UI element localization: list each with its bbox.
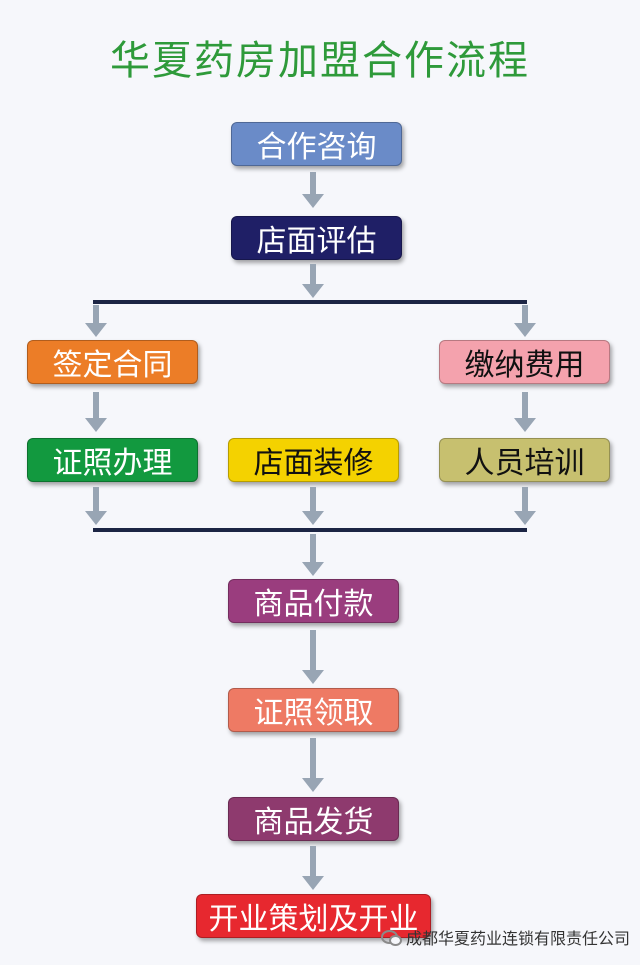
step-consult: 合作咨询 bbox=[231, 122, 402, 166]
step-assess: 店面评估 bbox=[231, 216, 402, 260]
step-goods-payment: 商品付款 bbox=[228, 579, 399, 623]
wechat-icon bbox=[380, 929, 402, 946]
step-contract: 签定合同 bbox=[27, 340, 198, 384]
step-opening: 开业策划及开业 bbox=[196, 894, 431, 938]
step-training: 人员培训 bbox=[439, 438, 610, 482]
step-license-pickup: 证照领取 bbox=[228, 688, 399, 732]
step-shipping: 商品发货 bbox=[228, 797, 399, 841]
step-decorate: 店面装修 bbox=[228, 438, 399, 482]
step-license: 证照办理 bbox=[27, 438, 198, 482]
step-payment: 缴纳费用 bbox=[439, 340, 610, 384]
page-title: 华夏药房加盟合作流程 bbox=[110, 38, 530, 84]
footer-company-name: 成都华夏药业连锁有限责任公司 bbox=[405, 929, 630, 948]
footer-watermark: 成都华夏药业连锁有限责任公司 bbox=[380, 925, 630, 949]
split-connector-line bbox=[93, 300, 527, 304]
merge-connector-line bbox=[93, 528, 527, 532]
